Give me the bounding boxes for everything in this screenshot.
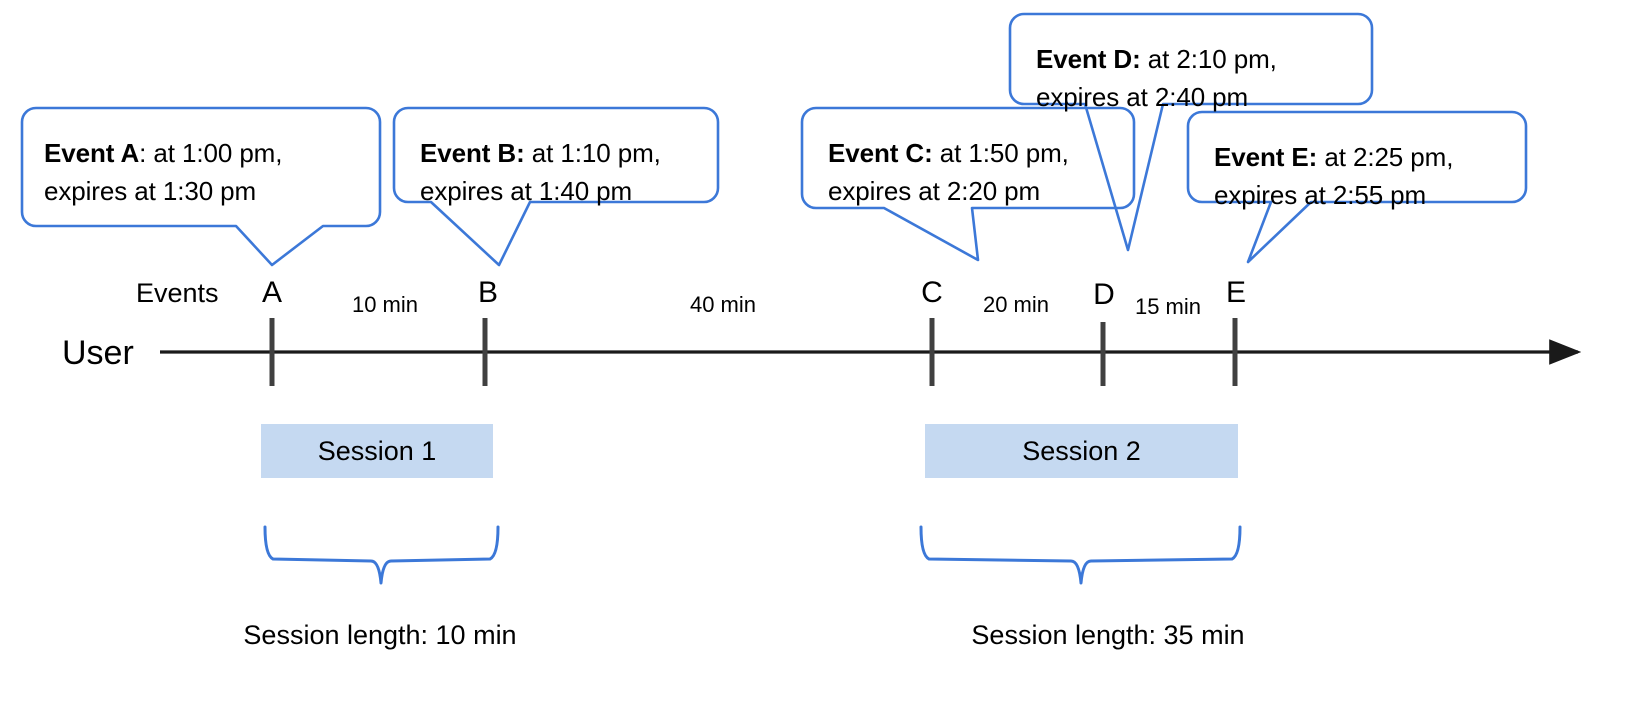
- session-length-1: Session length: 10 min: [243, 620, 517, 650]
- callout-c-line2: expires at 2:20 pm: [828, 176, 1041, 206]
- gap-label-c-d: 20 min: [982, 292, 1050, 317]
- callout-d-line1: Event D: at 2:10 pm,: [1036, 40, 1352, 78]
- callout-a-line2: expires at 1:30 pm: [44, 176, 257, 206]
- callout-b-line1: Event B: at 1:10 pm,: [420, 134, 698, 172]
- callout-d-title: Event D:: [1036, 44, 1141, 74]
- marker-label-c: C: [921, 276, 943, 309]
- callout-d: Event D: at 2:10 pm, expires at 2:40 pm: [1014, 24, 1372, 132]
- callout-e-title: Event E:: [1214, 142, 1318, 172]
- marker-label-a: A: [261, 276, 283, 309]
- callout-e-line2: expires at 2:55 pm: [1214, 180, 1427, 210]
- session-box-2: Session 2: [925, 424, 1238, 478]
- session-box-1: Session 1: [261, 424, 493, 478]
- marker-label-d: D: [1093, 278, 1115, 311]
- callout-c-rest: at 1:50 pm,: [932, 138, 1069, 168]
- callout-b: Event B: at 1:10 pm, expires at 1:40 pm: [398, 118, 718, 226]
- callout-a-rest: : at 1:00 pm,: [139, 138, 283, 168]
- callout-a-title: Event A: [44, 138, 140, 168]
- callout-b-line2: expires at 1:40 pm: [420, 176, 633, 206]
- callout-c: Event C: at 1:50 pm, expires at 2:20 pm: [806, 118, 1134, 226]
- gap-label-d-e: 15 min: [1134, 294, 1202, 319]
- session-2-brace: [919, 525, 1242, 585]
- callout-d-rest: at 2:10 pm,: [1140, 44, 1277, 74]
- callout-a: Event A: at 1:00 pm, expires at 1:30 pm: [22, 118, 380, 226]
- gap-label-a-b: 10 min: [351, 292, 419, 317]
- session-1-brace: [263, 525, 500, 585]
- callout-d-line2: expires at 2:40 pm: [1036, 82, 1249, 112]
- marker-label-b: B: [477, 276, 499, 309]
- callout-b-rest: at 1:10 pm,: [524, 138, 661, 168]
- callout-e: Event E: at 2:25 pm, expires at 2:55 pm: [1192, 122, 1526, 230]
- callout-e-line1: Event E: at 2:25 pm,: [1214, 138, 1506, 176]
- callout-c-title: Event C:: [828, 138, 933, 168]
- axis-label-user: User: [62, 334, 134, 372]
- callout-a-line1: Event A: at 1:00 pm,: [44, 134, 360, 172]
- callout-e-rest: at 2:25 pm,: [1317, 142, 1454, 172]
- gap-label-b-c: 40 min: [689, 292, 757, 317]
- events-row-label: Events: [136, 278, 219, 308]
- marker-label-e: E: [1225, 276, 1247, 309]
- session-length-2: Session length: 35 min: [971, 620, 1245, 650]
- callout-b-title: Event B:: [420, 138, 525, 168]
- callout-c-line1: Event C: at 1:50 pm,: [828, 134, 1114, 172]
